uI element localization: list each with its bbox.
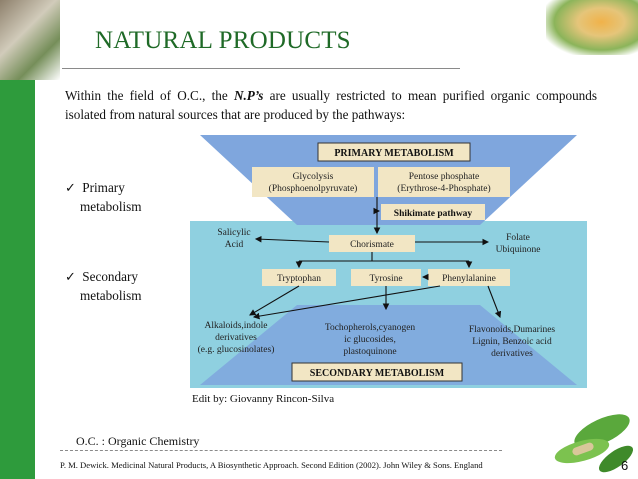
- secondary-metabolism-label: SECONDARY METABOLISM: [310, 368, 445, 379]
- phenylalanine-label: Phenylalanine: [442, 274, 496, 284]
- intro-paragraph: Within the field of O.C., the N.P’s are …: [65, 88, 597, 122]
- tea-flowers-photo: [546, 0, 638, 55]
- glycolysis-box: [252, 167, 374, 197]
- tocopherols-sublabel: ic glucosides,: [344, 335, 396, 345]
- leaves-capsules-photo: [554, 414, 634, 473]
- flavonoids-sublabel: Lignin, Benzoic acid: [472, 337, 552, 347]
- tyrosine-label: Tyrosine: [369, 274, 402, 284]
- tyrosine-box: [351, 269, 421, 286]
- bullet-secondary: ✓ Secondary metabolism: [65, 269, 142, 303]
- checkmark-icon: ✓: [65, 269, 77, 284]
- alkaloids-example: (e.g. glucosinolates): [198, 344, 275, 355]
- herb-photo: [0, 0, 60, 80]
- folate-label: Folate: [506, 233, 530, 243]
- green-sidebar: [0, 80, 35, 479]
- alkaloids-sublabel: derivatives: [215, 333, 257, 343]
- diagram-credit: Edit by: Giovanny Rincon-Silva: [192, 393, 335, 405]
- footer-divider: [60, 450, 502, 451]
- folate-sublabel: Ubiquinone: [496, 245, 541, 255]
- primary-metabolism-box: [317, 142, 471, 162]
- phenylalanine-box: [428, 269, 510, 286]
- pathway-arrows: [249, 197, 502, 320]
- glycolysis-sublabel: (Phosphoenolpyruvate): [269, 183, 358, 194]
- secondary-metabolism-box: [291, 362, 463, 382]
- glycolysis-label: Glycolysis: [293, 172, 334, 182]
- page-title: NATURAL PRODUCTS: [95, 27, 351, 54]
- flavonoids-label: Flavonoids,Dumarines: [469, 325, 556, 335]
- reference-citation: P. M. Dewick. Medicinal Natural Products…: [60, 460, 483, 470]
- tocopherols-label: Tochopherols,cyanogen: [325, 323, 416, 333]
- chorismate-label: Chorismate: [350, 240, 394, 250]
- tryptophan-box: [262, 269, 336, 286]
- shikimate-label: Shikimate pathway: [394, 209, 473, 219]
- checkmark-icon: ✓: [65, 180, 77, 195]
- salicylic-label: Salicylic: [217, 228, 250, 238]
- metabolism-diagram: PRIMARY METABOLISM Glycolysis (Phosphoen…: [190, 135, 587, 388]
- page-number: 6: [621, 458, 629, 473]
- pentose-box: [378, 167, 510, 197]
- tocopherols-sublabel-2: plastoquinone: [343, 347, 396, 357]
- pentose-sublabel: (Erythrose-4-Phosphate): [397, 183, 490, 194]
- chorismate-box: [329, 235, 415, 252]
- pentose-label: Pentose phosphate: [409, 172, 479, 182]
- bullet-primary: ✓ Primary metabolism: [65, 180, 142, 214]
- flavonoids-sublabel-2: derivatives: [491, 349, 533, 359]
- title-divider: [62, 68, 460, 69]
- alkaloids-label: Alkaloids,indole: [204, 321, 267, 331]
- primary-metabolism-label: PRIMARY METABOLISM: [334, 148, 454, 159]
- np-abbrev: N.P’s: [233, 88, 264, 103]
- salicylic-sublabel: Acid: [225, 240, 244, 250]
- tryptophan-label: Tryptophan: [277, 274, 321, 284]
- abbreviation-note: O.C. : Organic Chemistry: [76, 434, 200, 448]
- shikimate-box: [381, 204, 485, 220]
